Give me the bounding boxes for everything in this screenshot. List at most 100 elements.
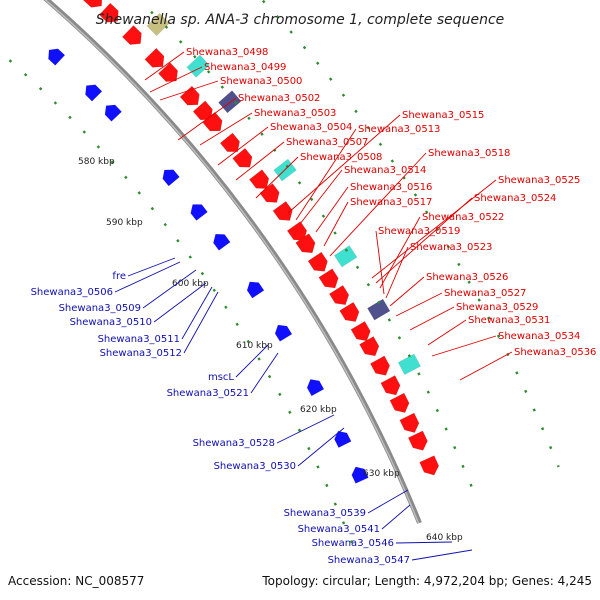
gene-label[interactable]: Shewana3_0509	[59, 303, 141, 314]
leader-line	[395, 292, 443, 317]
rna-feature	[218, 90, 242, 114]
forward-gene	[202, 111, 223, 132]
gene-label[interactable]: Shewana3_0507	[286, 137, 368, 148]
gene-label[interactable]: Shewana3_0508	[300, 152, 382, 163]
forward-gene	[259, 183, 280, 203]
leader-line	[199, 112, 253, 146]
leader-line	[375, 197, 473, 284]
gene-label[interactable]: Shewana3_0514	[344, 165, 426, 176]
reverse-gene	[213, 233, 231, 251]
forward-gene	[179, 85, 200, 106]
kbp-marker: 620 kbp	[300, 405, 337, 415]
gene-label[interactable]: Shewana3_0527	[444, 288, 526, 299]
leader-line	[329, 152, 427, 257]
leader-line	[127, 257, 176, 277]
leader-line	[142, 269, 197, 309]
forward-gene	[295, 233, 316, 254]
leader-line	[299, 169, 343, 225]
gene-label[interactable]: Shewana3_0531	[468, 315, 550, 326]
leader-line	[385, 246, 409, 299]
gene-label[interactable]: Shewana3_0546	[312, 538, 394, 549]
guide-ring	[260, 0, 560, 468]
leader-line	[255, 156, 299, 199]
reverse-gene	[85, 84, 103, 102]
gene-label[interactable]: Shewana3_0504	[270, 122, 352, 133]
gene-label[interactable]: Shewana3_0519	[378, 226, 460, 237]
forward-gene	[144, 47, 165, 68]
leader-line	[315, 186, 349, 233]
leader-line	[235, 141, 285, 181]
reverse-gene	[246, 281, 265, 299]
leader-line	[459, 351, 513, 381]
kbp-marker: 610 kbp	[236, 341, 273, 351]
forward-gene	[389, 392, 410, 413]
gene-label[interactable]: mscL	[208, 372, 234, 383]
forward-gene	[419, 455, 440, 476]
gene-label[interactable]: Shewana3_0513	[358, 124, 440, 135]
forward-gene	[350, 321, 371, 342]
gene-label[interactable]: Shewana3_0515	[402, 110, 484, 121]
leader-line	[159, 80, 219, 101]
gene-label[interactable]: Shewana3_0511	[98, 334, 180, 345]
leader-line	[389, 276, 425, 307]
gene-label[interactable]: Shewana3_0506	[31, 287, 113, 298]
accession-text: Accession: NC_008577	[8, 574, 144, 588]
leader-line	[235, 344, 269, 378]
gene-label[interactable]: Shewana3_0530	[214, 461, 296, 472]
forward-gene	[98, 2, 119, 23]
leader-line	[183, 291, 219, 354]
leader-line	[276, 414, 335, 444]
gene-label[interactable]: Shewana3_0528	[193, 438, 275, 449]
forward-gene	[318, 268, 339, 289]
gene-label[interactable]: Shewana3_0529	[456, 302, 538, 313]
gene-label[interactable]: Shewana3_0503	[254, 108, 336, 119]
gene-label[interactable]: Shewana3_0516	[350, 182, 432, 193]
forward-gene	[82, 0, 103, 8]
gene-label[interactable]: Shewana3_0517	[350, 197, 432, 208]
gene-label[interactable]: Shewana3_0500	[220, 76, 302, 87]
gene-label[interactable]: Shewana3_0541	[298, 524, 380, 535]
forward-gene	[219, 132, 240, 153]
gene-label[interactable]: Shewana3_0526	[426, 272, 508, 283]
leader-line	[114, 261, 181, 293]
reverse-gene	[162, 169, 180, 187]
gene-label[interactable]: Shewana3_0525	[498, 175, 580, 186]
forward-gene	[232, 147, 253, 168]
rna-feature	[334, 245, 358, 268]
forward-gene	[399, 412, 420, 433]
leader-line	[379, 216, 421, 289]
leader-line	[295, 128, 357, 221]
gene-label[interactable]: Shewana3_0522	[422, 212, 504, 223]
gene-label[interactable]: Shewana3_0539	[284, 508, 366, 519]
leader-line	[181, 286, 213, 340]
gene-label[interactable]: Shewana3_0499	[204, 62, 286, 73]
gene-label[interactable]: Shewana3_0547	[328, 555, 410, 566]
gene-label[interactable]: Shewana3_0510	[70, 317, 152, 328]
gene-label[interactable]: Shewana3_0536	[514, 347, 596, 358]
gene-label[interactable]: fre	[112, 271, 126, 282]
leader-line	[144, 51, 185, 81]
forward-gene	[192, 100, 213, 121]
gene-label[interactable]: Shewana3_0534	[498, 331, 580, 342]
leaders-layer	[114, 51, 513, 561]
reverse-gene	[334, 430, 352, 448]
gene-label[interactable]: Shewana3_0521	[167, 388, 249, 399]
gene-label[interactable]: Shewana3_0518	[428, 148, 510, 159]
gene-label[interactable]: Shewana3_0512	[100, 348, 182, 359]
gene-label[interactable]: Shewana3_0502	[238, 93, 320, 104]
leader-line	[177, 97, 237, 141]
chromosome-backbone-highlight	[44, 0, 420, 524]
kbp-marker: 630 kbp	[363, 469, 400, 479]
reverse-gene	[190, 204, 208, 221]
gene-label[interactable]: Shewana3_0498	[186, 47, 268, 58]
leader-line	[431, 335, 497, 357]
reverse-gene	[274, 324, 293, 342]
forward-gene	[121, 25, 142, 45]
gene-label[interactable]: Shewana3_0524	[474, 193, 556, 204]
leader-line	[367, 489, 409, 514]
gene-label[interactable]: Shewana3_0523	[410, 242, 492, 253]
forward-gene	[369, 355, 390, 376]
